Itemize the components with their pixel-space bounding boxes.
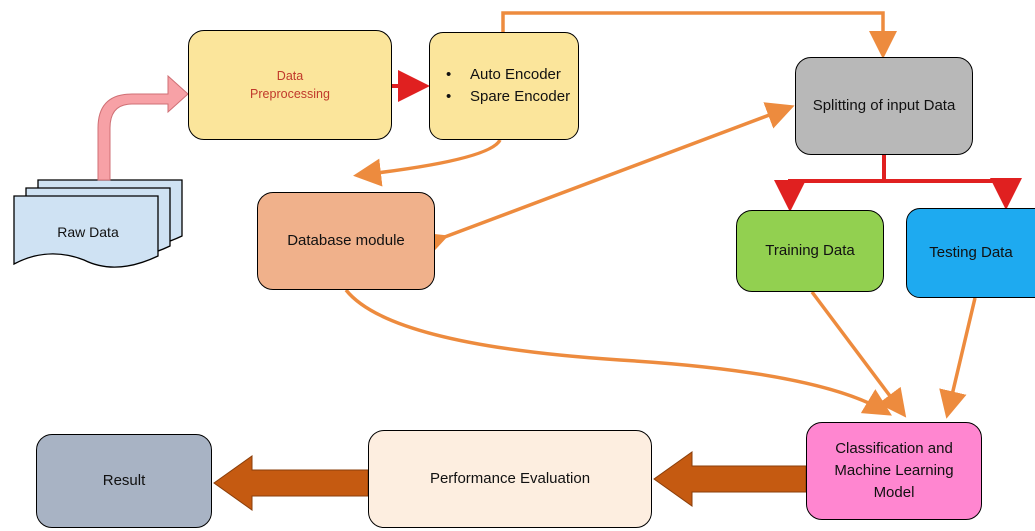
training-to-classification-arrow bbox=[810, 290, 907, 418]
encoder-item-spare: Spare Encoder bbox=[444, 86, 570, 108]
database-module-label: Database module bbox=[287, 232, 405, 250]
encoder-item-auto: Auto Encoder bbox=[444, 64, 570, 86]
splitting-to-testing-arrow bbox=[884, 178, 1022, 210]
splitting-box: Splitting of input Data bbox=[795, 57, 973, 155]
raw-data-document bbox=[13, 179, 183, 268]
classification-model-label: Classification and Machine Learning Mode… bbox=[834, 440, 954, 501]
database-module-box: Database module bbox=[257, 192, 435, 290]
testing-to-classification-arrow bbox=[939, 297, 977, 419]
testing-data-box: Testing Data bbox=[906, 208, 1035, 298]
result-label: Result bbox=[102, 472, 146, 490]
splitting-label: Splitting of input Data bbox=[812, 97, 956, 115]
encoder-list: Auto Encoder Spare Encoder bbox=[444, 64, 570, 108]
performance-to-result-arrow bbox=[213, 455, 369, 511]
encoder-to-database-arrow bbox=[353, 138, 502, 187]
splitting-database-double-arrow bbox=[417, 102, 795, 259]
encoder-to-splitting-arrow bbox=[501, 11, 897, 59]
raw-to-preprocessing-arrow bbox=[97, 74, 189, 181]
training-data-label: Training Data bbox=[765, 242, 855, 260]
data-preprocessing-box: Data Preprocessing bbox=[188, 30, 392, 140]
data-preprocessing-label: Data Preprocessing bbox=[250, 68, 330, 101]
result-box: Result bbox=[36, 434, 212, 528]
performance-evaluation-box: Performance Evaluation bbox=[368, 430, 652, 528]
database-to-classification-arrow bbox=[344, 288, 892, 416]
testing-data-label: Testing Data bbox=[929, 244, 1013, 262]
splitting-to-training-arrow bbox=[774, 179, 884, 212]
classification-to-performance-arrow bbox=[653, 451, 807, 507]
classification-model-box: Classification and Machine Learning Mode… bbox=[806, 422, 982, 520]
raw-data-label: Raw Data bbox=[57, 224, 119, 240]
training-data-box: Training Data bbox=[736, 210, 884, 292]
encoder-box: Auto Encoder Spare Encoder bbox=[429, 32, 579, 140]
performance-evaluation-label: Performance Evaluation bbox=[429, 470, 591, 488]
